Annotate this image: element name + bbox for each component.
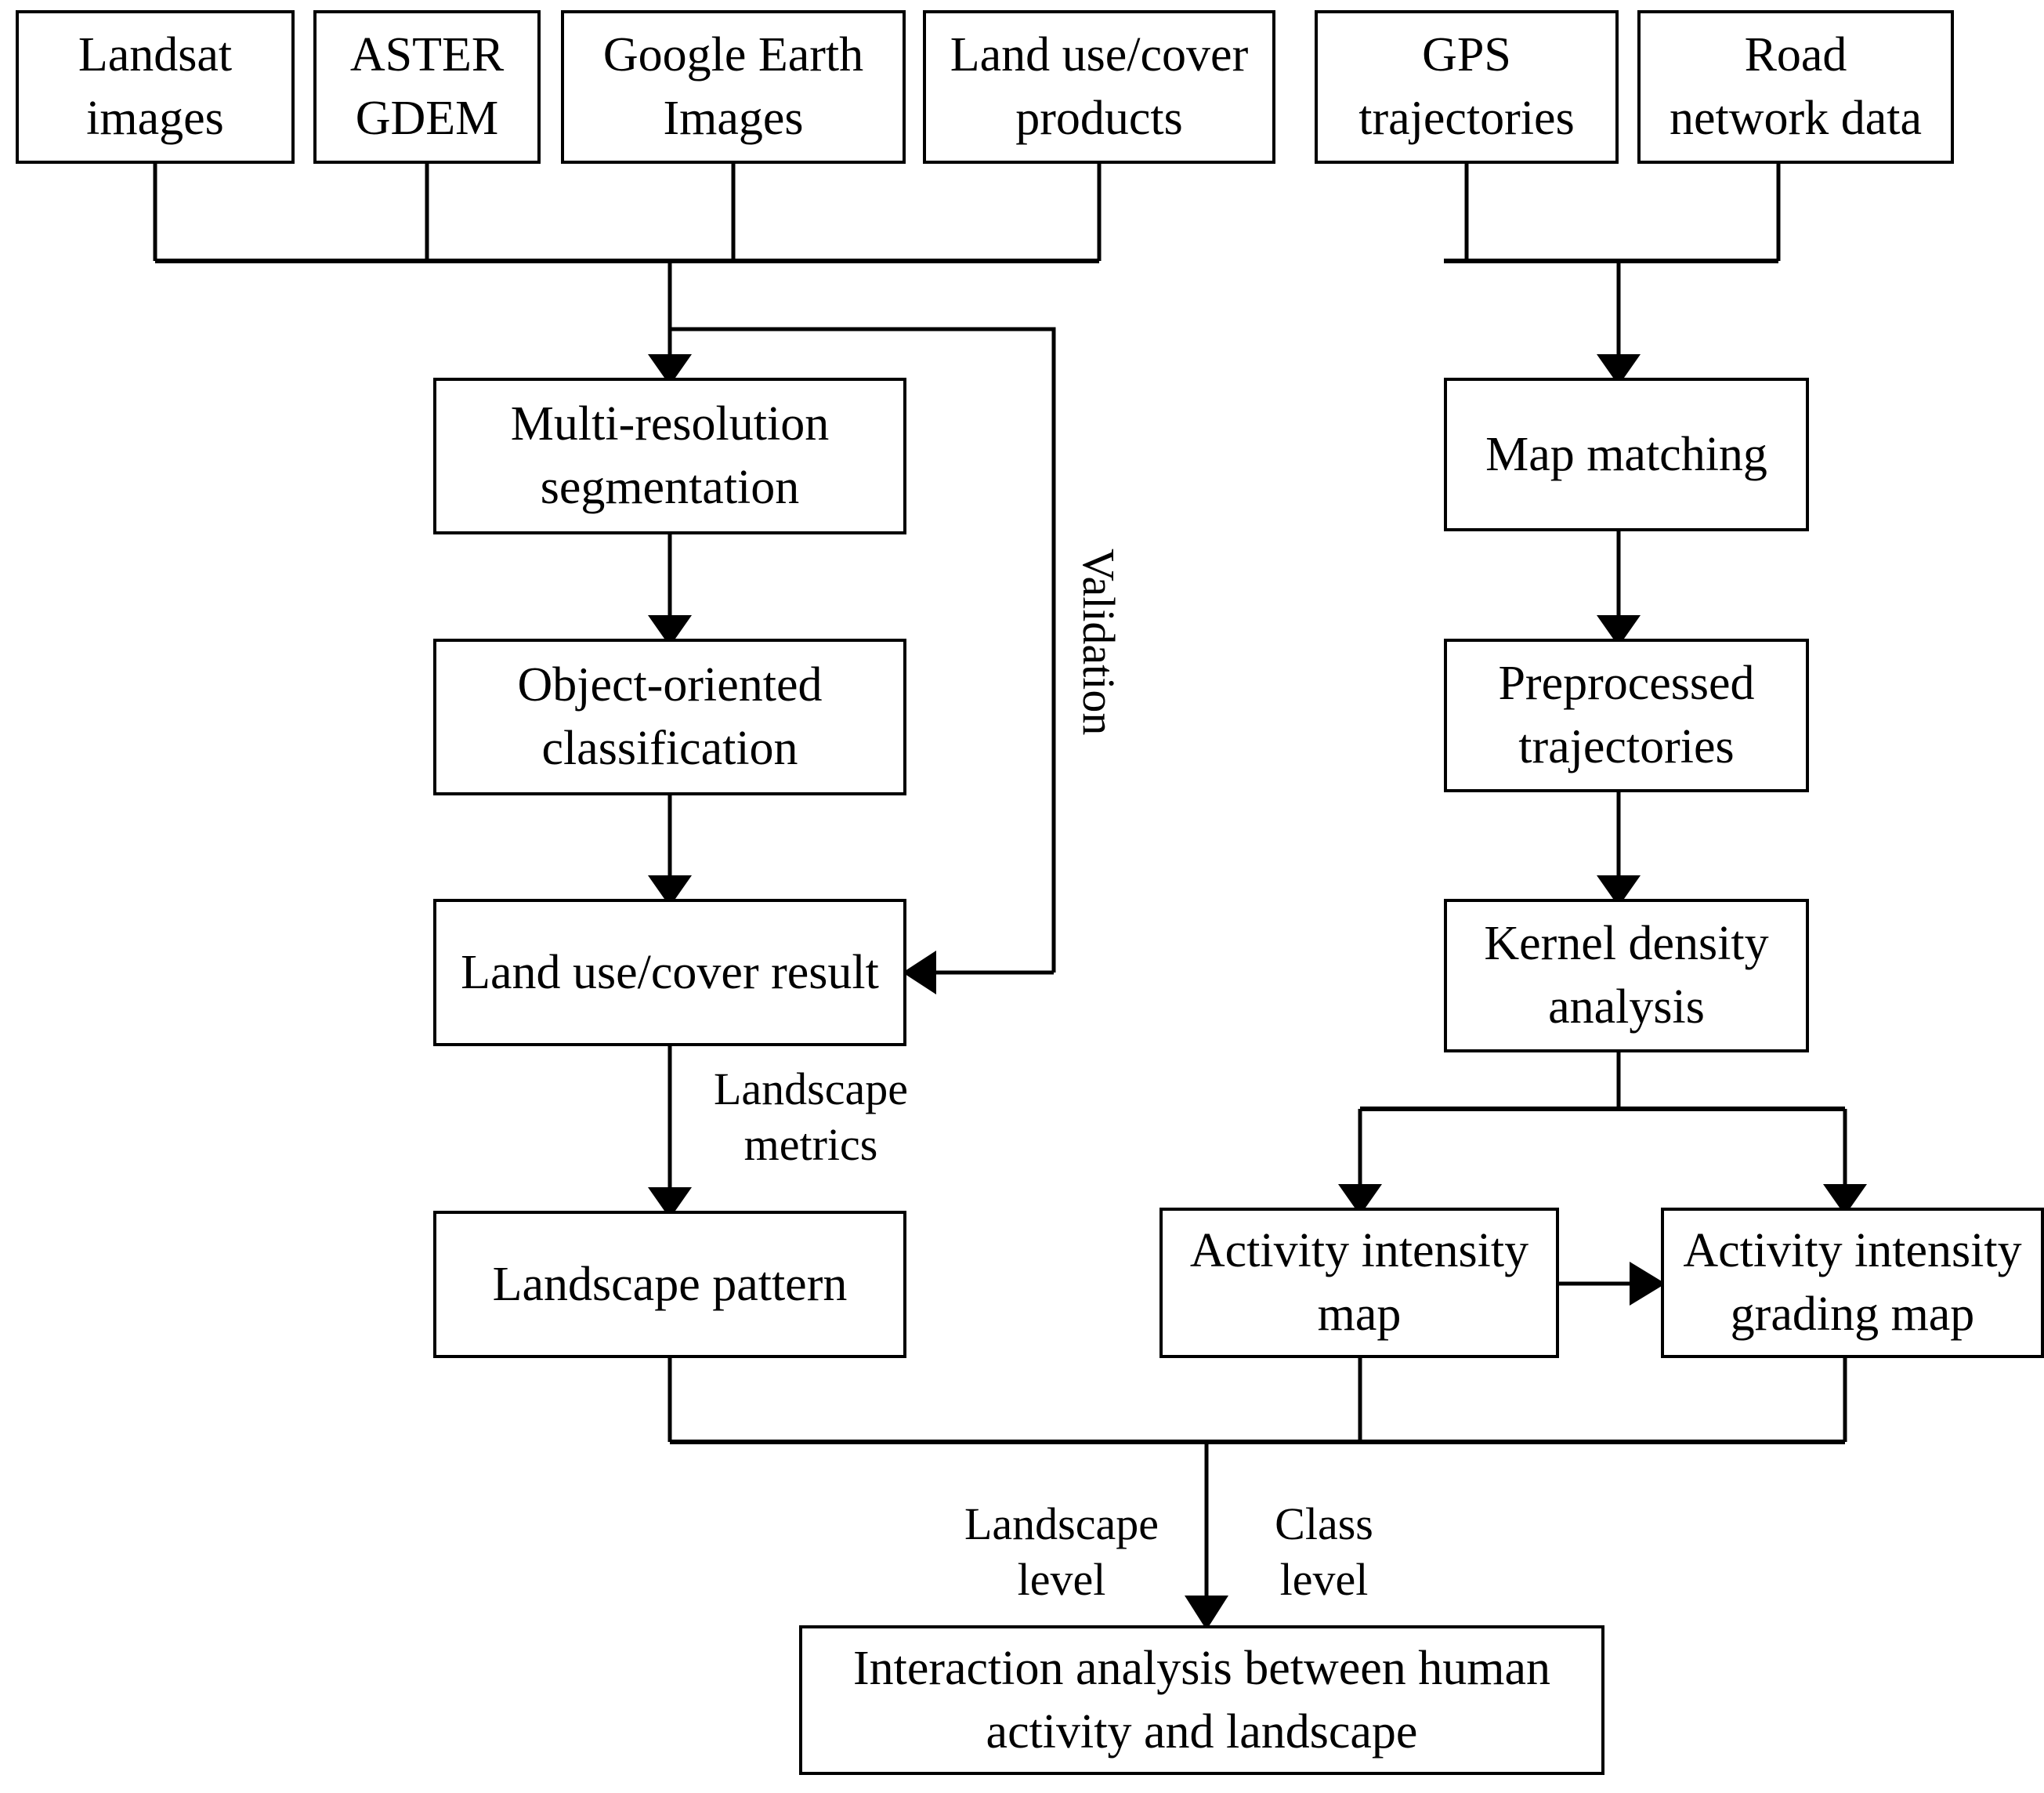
edge-label-landscape-metrics: Landscape metrics (714, 1063, 908, 1170)
edge-label-validation: Validation (1073, 549, 1124, 736)
node-landscape-pattern[interactable]: Landscape pattern (433, 1211, 906, 1358)
node-interaction-analysis[interactable]: Interaction analysis between human activ… (799, 1625, 1604, 1775)
node-object-oriented-classification[interactable]: Object-oriented classification (433, 639, 906, 795)
node-map-matching[interactable]: Map matching (1444, 378, 1809, 531)
node-google-earth-images[interactable]: Google Earth Images (561, 10, 906, 164)
node-road-network-data[interactable]: Road network data (1637, 10, 1954, 164)
node-land-use-cover-result[interactable]: Land use/cover result (433, 899, 906, 1046)
node-aster-gdem[interactable]: ASTER GDEM (313, 10, 541, 164)
node-gps-trajectories[interactable]: GPS trajectories (1315, 10, 1619, 164)
edge-label-landscape-level: Landscape level (964, 1498, 1159, 1605)
edge-label-class-level: Class level (1275, 1498, 1373, 1605)
node-kernel-density-analysis[interactable]: Kernel density analysis (1444, 899, 1809, 1052)
node-activity-intensity-grading-map[interactable]: Activity intensity grading map (1661, 1208, 2044, 1358)
node-activity-intensity-map[interactable]: Activity intensity map (1159, 1208, 1559, 1358)
node-landsat-images[interactable]: Landsat images (16, 10, 295, 164)
node-multi-resolution-segmentation[interactable]: Multi-resolution segmentation (433, 378, 906, 534)
arrowhead-validation-left (903, 951, 936, 994)
node-land-use-cover-products[interactable]: Land use/cover products (923, 10, 1275, 164)
node-preprocessed-trajectories[interactable]: Preprocessed trajectories (1444, 639, 1809, 792)
